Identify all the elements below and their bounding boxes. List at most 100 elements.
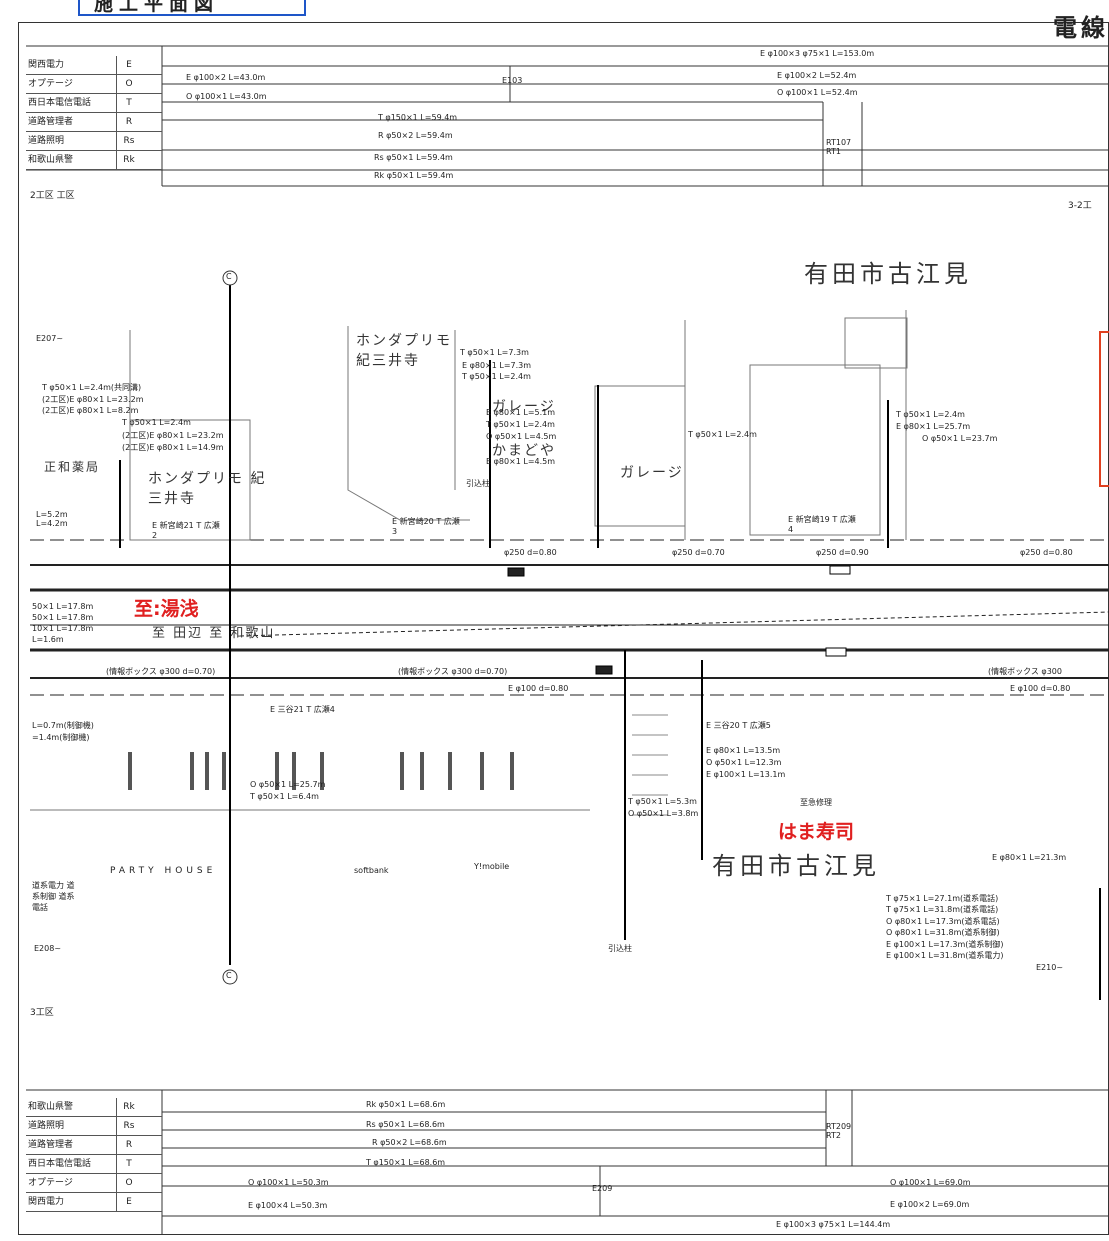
legend-owner: 関西電力 xyxy=(28,1197,65,1207)
legend-owner: 関西電力 xyxy=(28,60,65,70)
info-box-label: (情報ボックス φ300 d=0.70) xyxy=(398,667,508,676)
manhole-label: E209 xyxy=(592,1184,613,1193)
section-label: C xyxy=(226,272,232,281)
fence-post xyxy=(448,752,452,790)
pipe-label: (2工区)E φ80×1 L=8.2m xyxy=(42,406,139,415)
legend-code: T xyxy=(116,1155,141,1173)
node-label: E 三谷20 T 広瀬5 xyxy=(706,721,771,730)
cable-label: E φ100×2 L=69.0m xyxy=(890,1200,970,1209)
legend-code: R xyxy=(116,1136,141,1154)
cable-label: E φ100×3 φ75×1 L=153.0m xyxy=(760,49,875,58)
pipe-label: T φ50×1 L=2.4m xyxy=(462,372,531,381)
pipe-label: E φ80×1 L=4.5m xyxy=(486,457,556,466)
drawing-title-box: 施工平面図 xyxy=(78,0,306,16)
pipe-label: (2工区)E φ80×1 L=23.2m xyxy=(42,395,144,404)
fence-post xyxy=(222,752,226,790)
area-name: 有田市古江見 xyxy=(804,260,972,288)
pipe-label: E φ100×1 L=17.3m(道系制御) xyxy=(886,940,1004,949)
manhole-label: E210~ xyxy=(1036,963,1064,972)
pipe-label: =1.4m(制御機) xyxy=(32,733,90,742)
zone-label: 3工区 xyxy=(30,1008,54,1018)
cable-label: R φ50×2 L=59.4m xyxy=(378,131,453,140)
pipe-label: E φ80×1 L=13.5m xyxy=(706,746,781,755)
cable-label: E φ100×4 L=50.3m xyxy=(248,1201,328,1210)
legend-code: O xyxy=(116,75,141,93)
legend-code: Rs xyxy=(116,1117,141,1135)
info-box-label: (情報ボックス φ300 xyxy=(988,667,1062,676)
cable-label: E φ100×2 L=43.0m xyxy=(186,73,266,82)
legend-owner: オプテージ xyxy=(28,79,73,89)
pipe-label: L=1.6m xyxy=(32,635,64,644)
pole-label: 引込柱 xyxy=(608,944,632,953)
legend-row: 道路管理者 R xyxy=(26,1136,162,1155)
pipe-depth-label: E φ100 d=0.80 xyxy=(1010,684,1071,693)
building-label: softbank xyxy=(354,866,389,875)
legend-code: R xyxy=(116,113,141,131)
pipe-label: O φ80×1 L=31.8m(道系制御) xyxy=(886,928,1000,937)
pipe-depth-label: φ250 d=0.80 xyxy=(504,548,557,557)
store-label: はま寿司 xyxy=(778,821,855,843)
legend-owner: 道路照明 xyxy=(28,1121,65,1131)
legend-row: 関西電力 E xyxy=(26,1193,162,1212)
legend-owner: 道路管理者 xyxy=(28,1140,74,1150)
direction-label: 至 田辺 至 和歌山 xyxy=(152,626,276,641)
pipe-label: E φ100×1 L=13.1m xyxy=(706,770,786,779)
legend-code: E xyxy=(116,1193,141,1211)
highlight-box xyxy=(1099,331,1109,487)
cable-label: Rs φ50×1 L=59.4m xyxy=(374,153,453,162)
legend-code: O xyxy=(116,1174,141,1192)
pipe-label: O φ50×1 L=25.7m xyxy=(250,780,326,789)
pipe-label: T φ50×1 L=2.4m xyxy=(896,410,965,419)
pipe-label: O φ50×1 L=3.8m xyxy=(628,809,699,818)
pipe-label: T φ50×1 L=2.4m(共同溝) xyxy=(42,383,142,392)
building-label: かまどや xyxy=(492,443,556,459)
legend-row: 道路照明 Rs xyxy=(26,1117,162,1136)
pipe-label: O φ80×1 L=17.3m(道系電話) xyxy=(886,917,1000,926)
zone-label: 2工区 工区 xyxy=(30,191,75,201)
pipe-label: 50×1 L=17.8m xyxy=(32,602,94,611)
fence-post xyxy=(320,752,324,790)
pole-label: 引込柱 xyxy=(466,479,490,488)
manhole-label: RT107 RT1 xyxy=(826,138,852,156)
pipe-label: E φ80×1 L=5.1m xyxy=(486,408,556,417)
node-label: E 新宮崎20 T 広瀬3 xyxy=(392,517,460,536)
pipe-label: E φ80×1 L=25.7m xyxy=(896,422,971,431)
equipment-label: 道系電力 道系制御 道系電話 xyxy=(32,881,75,912)
building-label: ガレージ xyxy=(620,465,684,481)
bottom-cable-table-lines xyxy=(26,1089,1109,1235)
note-label: 至急修理 xyxy=(800,798,832,807)
pipe-depth-label: φ250 d=0.90 xyxy=(816,548,869,557)
section-marker-top xyxy=(222,270,238,286)
crosswalk xyxy=(632,714,668,816)
pipe-label: 10×1 L=17.8m xyxy=(32,624,94,633)
building-label: Y!mobile xyxy=(474,862,510,871)
drawing-title: 電線 xyxy=(1053,14,1109,42)
cable-label: O φ100×1 L=43.0m xyxy=(186,92,267,101)
pipe-label: L=0.7m(制御機) xyxy=(32,721,94,730)
building-label: 正和薬局 xyxy=(44,460,101,474)
cable-label: T φ150×1 L=59.4m xyxy=(378,113,458,122)
legend-code: Rk xyxy=(116,151,141,169)
fence-post xyxy=(128,752,132,790)
pipe-label: T φ50×1 L=6.4m xyxy=(250,792,319,801)
fence-post xyxy=(275,752,279,790)
area-name: 有田市古江見 xyxy=(712,852,880,880)
manhole-markers xyxy=(507,565,851,675)
section-marker-bottom xyxy=(222,969,238,985)
pipe-label: T φ50×1 L=2.4m xyxy=(122,418,191,427)
pipe-label: T φ75×1 L=31.8m(道系電話) xyxy=(886,905,999,914)
cable-label: O φ100×1 L=69.0m xyxy=(890,1178,971,1187)
cable-label: T φ150×1 L=68.6m xyxy=(366,1158,446,1167)
fence-post xyxy=(190,752,194,790)
pipe-risers xyxy=(119,280,1101,1000)
top-cable-table-lines xyxy=(26,45,1109,187)
section-label: C xyxy=(226,971,232,980)
building-label: ホンダプリモ 紀三井寺 xyxy=(356,333,452,369)
pipe-label: L=5.2m L=4.2m xyxy=(36,510,68,528)
cable-label: Rk φ50×1 L=68.6m xyxy=(366,1100,446,1109)
